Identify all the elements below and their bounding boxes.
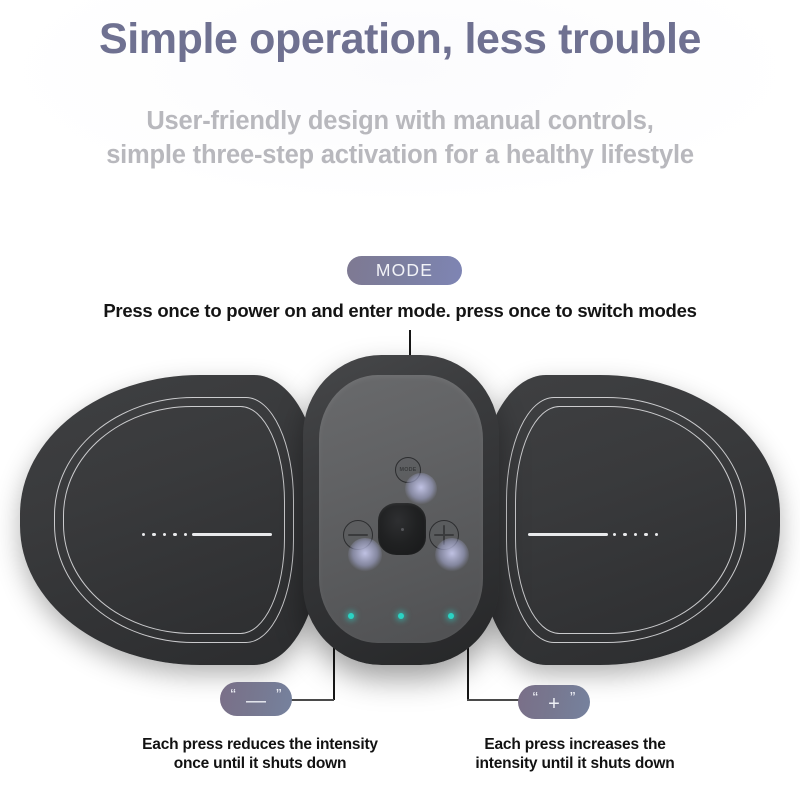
plus-caption-line-2: intensity until it shuts down (475, 755, 675, 773)
minus-badge-quote-close: ” (276, 687, 282, 704)
page-title: Simple operation, less trouble (98, 15, 702, 63)
device-plus-button[interactable] (429, 520, 459, 550)
plus-caption-line-1: Each press increases the (484, 736, 666, 753)
subtitle-line-1: User-friendly design with manual control… (146, 107, 654, 135)
plus-badge-symbol: + (548, 693, 560, 715)
leader-line-plus-horizontal (467, 699, 525, 701)
mode-instruction-caption: Press once to power on and enter mode. p… (103, 300, 697, 321)
plus-icon-horizontal (434, 533, 454, 537)
plus-caption: Each press increases the intensity until… (420, 735, 730, 774)
device-control-face: MODE (319, 375, 483, 643)
electrode-pad-left (20, 375, 320, 665)
minus-caption: Each press reduces the intensity once un… (105, 735, 415, 774)
pad-marker-right (528, 533, 658, 537)
leader-line-minus-horizontal (276, 699, 334, 701)
minus-badge: “ — ” (220, 682, 292, 716)
pad-marker-dots-right (613, 533, 658, 537)
device-center-pad (378, 503, 426, 555)
plus-badge-quote-open: “ (532, 690, 538, 707)
minus-badge-quote-open: “ (230, 687, 236, 704)
subtitle-line-2: simple three-step activation for a healt… (106, 140, 694, 169)
pad-marker-bar-right (528, 533, 609, 537)
plus-badge-quote-close: ” (570, 690, 576, 707)
minus-badge-symbol: — (246, 690, 266, 712)
plus-badge: “ + ” (518, 685, 590, 719)
minus-caption-line-1: Each press reduces the intensity (142, 736, 378, 753)
device-mode-button-label: MODE (399, 467, 417, 473)
minus-caption-line-2: once until it shuts down (173, 755, 347, 773)
led-indicator-group (319, 613, 483, 619)
center-pad-dot (400, 527, 404, 531)
device-mode-button[interactable]: MODE (395, 457, 421, 483)
led-indicator (448, 613, 454, 619)
minus-icon (348, 533, 368, 537)
device-illustration: MODE (0, 355, 800, 685)
pad-marker-bar-left (191, 533, 272, 537)
device-minus-button[interactable] (343, 520, 373, 550)
led-indicator (398, 613, 404, 619)
page-subtitle: User-friendly design with manual control… (0, 105, 800, 173)
pad-marker-dots-left (142, 533, 187, 537)
pad-marker-left (142, 533, 272, 537)
led-indicator (348, 613, 354, 619)
mode-badge: MODE (347, 256, 462, 285)
device-body: MODE (303, 355, 499, 665)
mode-badge-label: MODE (375, 260, 434, 280)
electrode-pad-right (480, 375, 780, 665)
